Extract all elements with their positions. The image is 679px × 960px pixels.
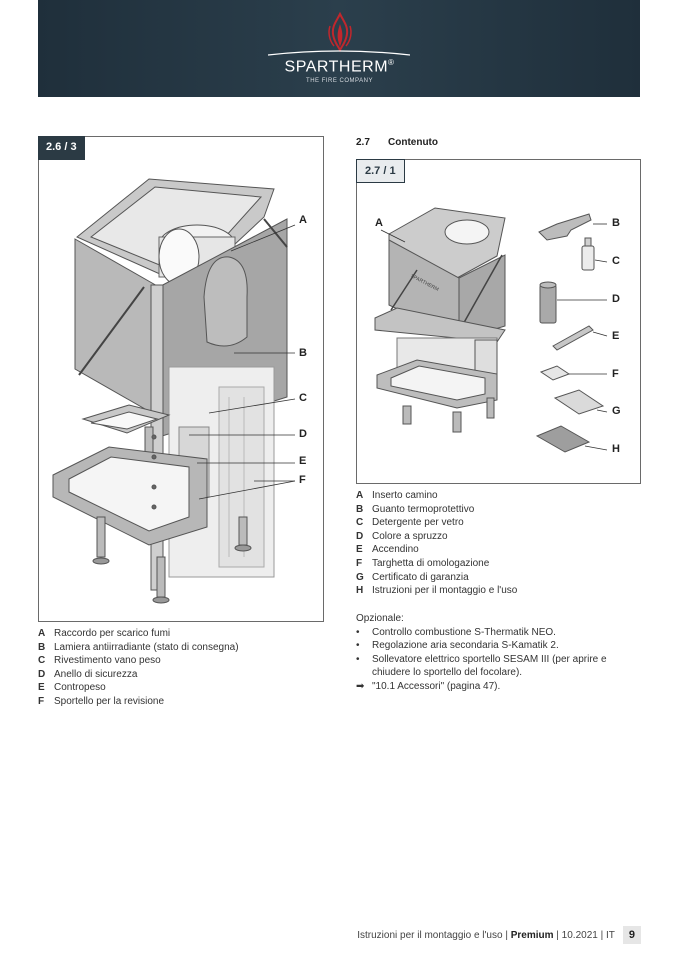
brand-tagline: THE FIRE COMPANY: [306, 78, 373, 84]
page-footer: Istruzioni per il montaggio e l'uso | Pr…: [357, 926, 641, 944]
brand-name: SPARTHERM®: [284, 58, 395, 76]
footer-doc: Istruzioni per il montaggio e l'uso: [357, 929, 503, 941]
figure-2-7-1: 2.7 / 1: [356, 159, 641, 484]
callout-d: D: [299, 428, 307, 440]
optional-item: •Regolazione aria secondaria S-Kamatik 2…: [356, 640, 559, 652]
callout-a: A: [299, 214, 307, 226]
callout-b: B: [612, 217, 620, 229]
page-number: 9: [622, 926, 641, 944]
optional-item: •Sollevatore elettrico sportello SESAM I…: [356, 653, 607, 679]
callout-e: E: [612, 330, 620, 342]
logo-swoosh-icon: [268, 50, 410, 56]
optional-list: Opzionale: •Controllo combustione S-Ther…: [356, 612, 646, 694]
figure-tag: 2.7 / 1: [356, 159, 405, 183]
optional-item: •Controllo combustione S-Thermatik NEO.: [356, 626, 556, 638]
callout-b: B: [299, 347, 307, 359]
callout-f: F: [612, 368, 619, 380]
callout-c: C: [612, 255, 620, 267]
optional-heading: Opzionale:: [356, 613, 404, 624]
footer-date: 10.2021: [561, 929, 598, 941]
cross-reference-link[interactable]: ➡"10.1 Accessori" (pagina 47).: [356, 680, 501, 692]
callout-f: F: [299, 474, 306, 486]
callout-e: E: [299, 455, 307, 467]
figure-2-6-3: 2.6 / 3: [38, 136, 324, 622]
callout-g: G: [612, 405, 621, 417]
footer-product: Premium: [510, 929, 554, 941]
callout-a: A: [375, 217, 383, 229]
fireplace-exploded-drawing: [52, 178, 296, 604]
footer-lang: IT: [605, 929, 615, 941]
callout-c: C: [299, 392, 307, 404]
figure-tag: 2.6 / 3: [38, 136, 85, 160]
callout-d: D: [612, 293, 620, 305]
delivery-contents-drawing: [374, 207, 608, 453]
callout-h: H: [612, 443, 620, 455]
flame-logo-icon: [328, 12, 352, 52]
arrow-right-icon: ➡: [356, 680, 365, 692]
